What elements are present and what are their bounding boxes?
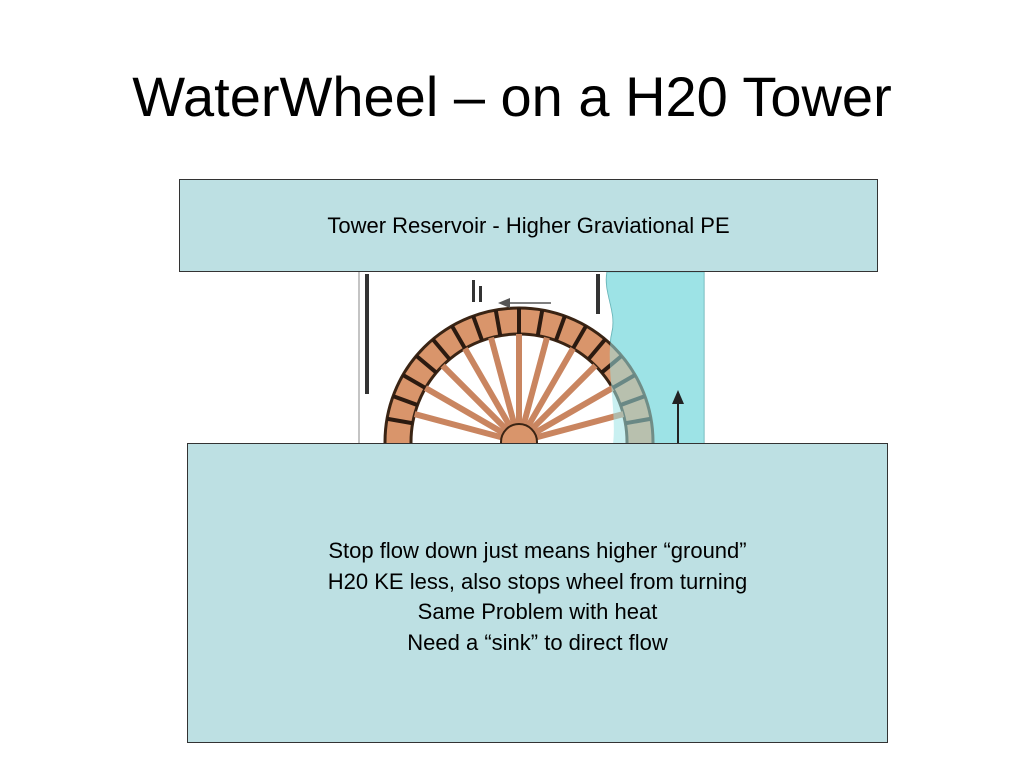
rotation-arrow bbox=[498, 298, 551, 308]
water-overlay bbox=[606, 272, 704, 444]
tower-reservoir-box: Tower Reservoir - Higher Graviational PE bbox=[179, 179, 878, 272]
note-line: Same Problem with heat bbox=[417, 599, 658, 624]
note-line: Stop flow down just means higher “ground… bbox=[328, 538, 747, 563]
upward-arrow bbox=[672, 390, 684, 444]
wheel-hub bbox=[500, 423, 538, 444]
tiny-labels bbox=[365, 274, 600, 394]
note-line: H20 KE less, also stops wheel from turni… bbox=[327, 568, 748, 594]
slide-title: WaterWheel – on a H20 Tower bbox=[132, 65, 892, 128]
note-line: Need a “sink” to direct flow bbox=[407, 629, 668, 655]
notes-text: Stop flow down just means higher “ground… bbox=[188, 536, 887, 658]
reservoir-label: Tower Reservoir - Higher Graviational PE bbox=[327, 213, 730, 238]
wheel bbox=[383, 306, 655, 444]
notes-box: Stop flow down just means higher “ground… bbox=[187, 443, 888, 743]
waterwheel-illustration bbox=[358, 272, 705, 444]
